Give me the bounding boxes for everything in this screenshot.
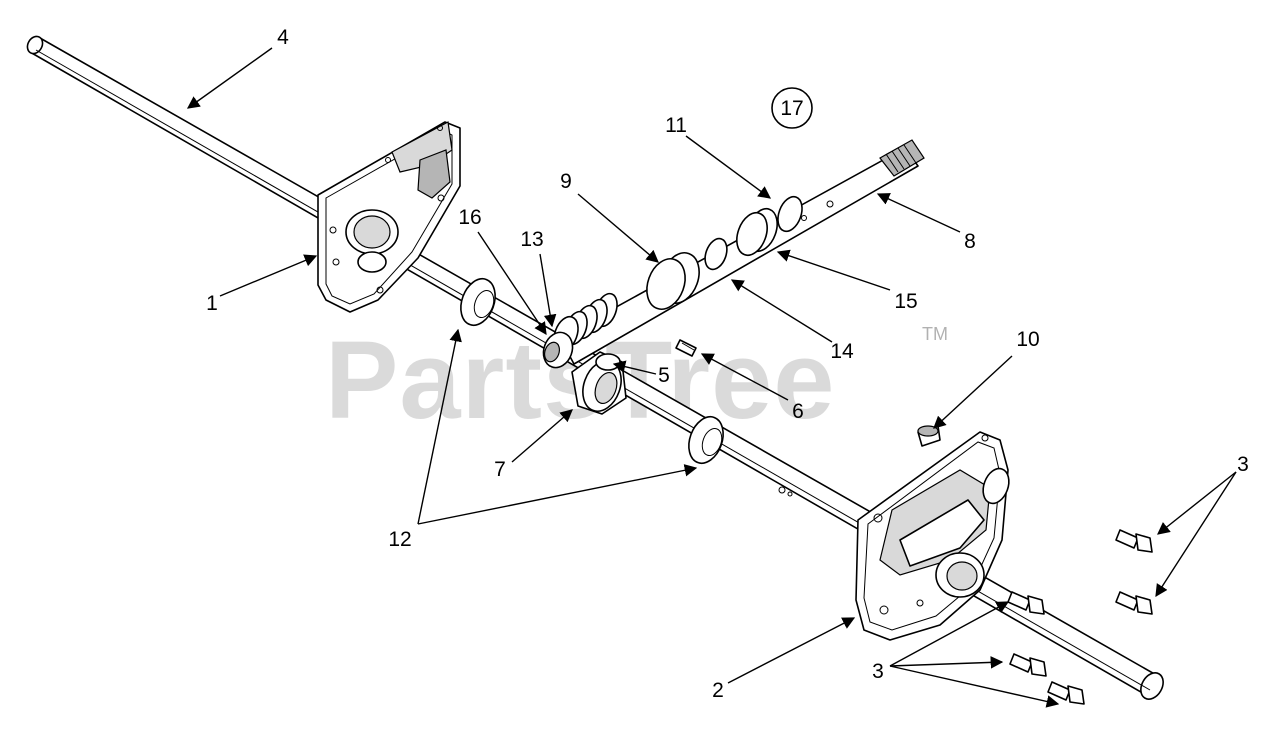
bolt xyxy=(1047,681,1085,705)
callouts: 4 1 2 3 3 5 6 7 8 9 10 11 12 13 14 15 16… xyxy=(206,26,1249,702)
callout-1: 1 xyxy=(206,292,218,315)
washer-left xyxy=(460,277,496,327)
watermark-trademark: TM xyxy=(922,324,948,344)
callout-7: 7 xyxy=(494,458,506,481)
callout-11: 11 xyxy=(665,114,687,137)
worm-threads xyxy=(553,292,618,353)
callout-16: 16 xyxy=(458,206,481,229)
bolt xyxy=(1115,591,1153,615)
callout-13: 13 xyxy=(520,228,543,251)
callout-4: 4 xyxy=(277,26,289,49)
callout-15: 15 xyxy=(894,290,917,313)
callout-5: 5 xyxy=(658,364,670,387)
callout-9: 9 xyxy=(560,170,572,193)
callout-12: 12 xyxy=(388,528,411,551)
bolts xyxy=(1007,529,1153,705)
callout-6: 6 xyxy=(792,400,804,423)
bolt xyxy=(1115,529,1153,553)
key-pin xyxy=(675,339,697,357)
plug xyxy=(917,425,941,447)
callout-3-right: 3 xyxy=(1237,453,1249,476)
callout-2: 2 xyxy=(712,679,724,702)
callout-14: 14 xyxy=(830,340,854,363)
callout-3-bottom: 3 xyxy=(872,660,884,683)
callout-17-circle xyxy=(771,87,813,129)
callout-8: 8 xyxy=(964,230,976,253)
bolt xyxy=(1009,653,1047,677)
callout-17: 17 xyxy=(780,97,803,120)
washer-right xyxy=(688,415,724,465)
leader-lines xyxy=(186,47,1237,708)
worm-shaft-assembly xyxy=(542,139,925,369)
left-housing-plate xyxy=(317,121,461,313)
bolt xyxy=(1007,591,1045,615)
right-housing xyxy=(855,431,1010,641)
callout-10: 10 xyxy=(1016,328,1039,351)
